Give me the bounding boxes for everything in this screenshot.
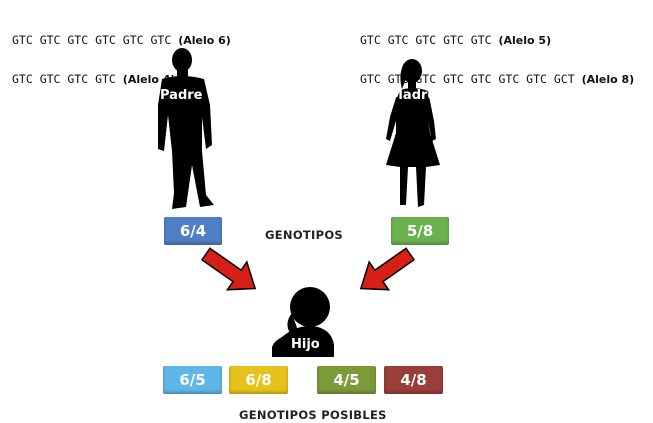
possible-genotype-1: 6/5 (163, 366, 222, 394)
father-label: Padre (160, 88, 203, 103)
possible-genotype-2: 6/8 (229, 366, 288, 394)
right-arrow-icon (359, 247, 416, 291)
mother-genotype-box: 5/8 (391, 217, 449, 245)
mother-sequence-1: GTC GTC GTC GTC GTC (Alelo 5) (360, 33, 552, 48)
possible-genotypes-heading: GENOTIPOS POSIBLES (239, 408, 387, 422)
child-silhouette-icon (272, 287, 334, 357)
possible-genotype-3: 4/5 (317, 366, 376, 394)
mother-silhouette-icon (386, 59, 440, 207)
possible-genotype-4: 4/8 (384, 366, 443, 394)
left-arrow-icon (200, 247, 257, 291)
mother-label: Madre (390, 88, 437, 103)
father-genotype-box: 6/4 (164, 217, 222, 245)
father-silhouette-icon (158, 48, 214, 209)
genotypes-heading: GENOTIPOS (265, 228, 344, 242)
child-label: Hijo (291, 337, 320, 352)
father-sequence-1: GTC GTC GTC GTC GTC GTC (Alelo 6) (12, 33, 231, 48)
